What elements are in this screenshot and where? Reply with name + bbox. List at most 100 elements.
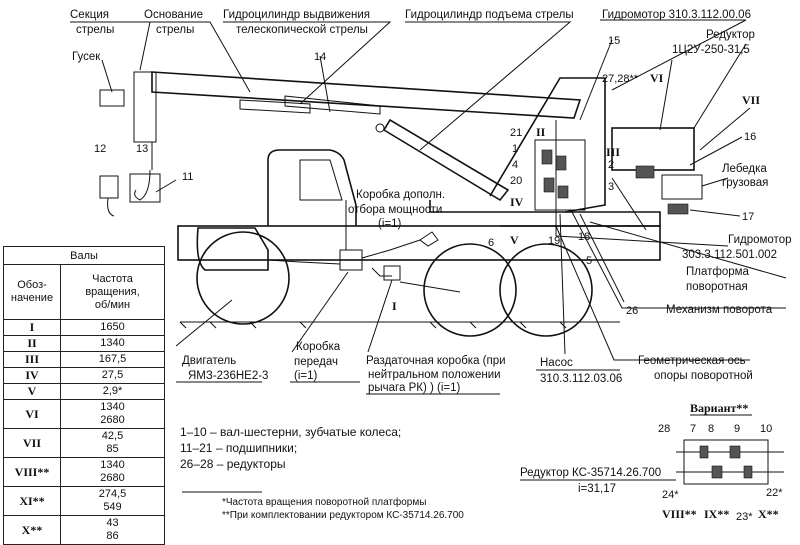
label-pto-3: (i=1)	[378, 218, 401, 230]
callout-14: 14	[314, 51, 326, 63]
callout-4: 4	[512, 159, 518, 171]
shaft-designation: X**	[3, 515, 61, 545]
shafts-col-speed: Частота вращения, об/мин	[60, 264, 165, 320]
table-row: III 167,5	[3, 351, 165, 368]
shaft-designation: VII	[3, 428, 61, 458]
shaft-speed-value: 549	[103, 501, 122, 513]
callout-II: II	[536, 125, 546, 139]
variant-callout-22: 22*	[766, 487, 783, 499]
callout-VI: VI	[650, 71, 664, 85]
component-labels: Секция стрелы Основание стрелы Гидроцили…	[70, 9, 792, 394]
legend-notes: 1–10 – вал-шестерни, зубчатые колеса; 11…	[180, 425, 464, 521]
table-row: I 1650	[3, 319, 165, 336]
callout-3: 3	[608, 181, 614, 193]
variant-callout-24: 24*	[662, 489, 679, 501]
shaft-designation: III	[3, 351, 61, 368]
shafts-table-caption: Валы	[3, 246, 165, 265]
variant-callout-28: 28	[658, 423, 670, 435]
shafts-table: Валы Обоз- начение Частота вращения, об/…	[3, 246, 165, 545]
variant-callout-IX: IX**	[704, 507, 729, 521]
shaft-speed: 1650	[60, 319, 165, 336]
shaft-speed-value: 1340	[100, 337, 125, 349]
shaft-speed-value: 1650	[100, 321, 125, 333]
shaft-speed-value: 43	[106, 517, 119, 529]
label-platform-1: Платформа	[686, 266, 750, 278]
callout-numbers: 14 15 12 13 11 27,28** VI VII 16 17 21 I…	[94, 35, 760, 317]
legend-note-2: 11–21 – подшипники;	[180, 441, 297, 455]
label-reducer-1: Редуктор	[706, 29, 755, 41]
label-boom-base-1: Основание	[144, 9, 203, 21]
callout-5: 5	[586, 255, 592, 267]
shaft-designation: XI**	[3, 486, 61, 516]
callout-19: 19	[548, 235, 560, 247]
truck-chassis	[177, 149, 661, 337]
shaft-speed: 1340	[60, 335, 165, 352]
variant-reducer: Вариант** 28 7 8 9 10 24* VIII** IX** 23…	[520, 401, 784, 523]
label-tele-cyl-2: телескопической стрелы	[236, 24, 368, 36]
label-gearbox-1: Коробка	[296, 341, 341, 353]
variant-title: Вариант**	[690, 401, 748, 415]
shafts-col-designation: Обоз- начение	[3, 264, 61, 320]
callout-2: 2	[608, 159, 614, 171]
label-slewing-mechanism: Механизм поворота	[666, 304, 773, 316]
label-hydromotor-bottom-2: 303.3.112.501.002	[682, 249, 777, 261]
variant-callout-X: X**	[758, 507, 779, 521]
label-transfer-3: рычага РК) ) (i=1)	[368, 382, 460, 394]
label-pto-1: Коробка дополн.	[356, 189, 445, 201]
label-engine-2: ЯМЗ-236НЕ2-3	[188, 370, 268, 382]
shaft-speed: 2,9*	[60, 383, 165, 400]
callout-16: 16	[744, 131, 756, 143]
variant-callout-8: 8	[708, 423, 714, 435]
variant-callout-23: 23*	[736, 511, 753, 523]
callout-I: I	[392, 299, 397, 313]
label-jib: Гусек	[72, 51, 101, 63]
shaft-speed-value: 27,5	[101, 369, 124, 381]
variant-callout-7: 7	[690, 423, 696, 435]
label-gearbox-3: (i=1)	[294, 370, 317, 382]
label-pto-2: отбора мощности	[348, 204, 442, 216]
label-gearbox-2: передач	[294, 356, 338, 368]
footnote-1: *Частота вращения поворотной платформы	[222, 496, 426, 508]
label-platform-2: поворотная	[686, 281, 748, 293]
shaft-designation: VI	[3, 399, 61, 429]
callout-11: 11	[182, 171, 193, 183]
callout-17: 17	[742, 211, 754, 223]
shaft-speed-value: 1340	[100, 401, 125, 413]
callout-13: 13	[136, 143, 148, 155]
label-lift-cyl: Гидроцилиндр подъема стрелы	[405, 9, 574, 21]
variant-callout-10: 10	[760, 423, 772, 435]
shaft-speed-value: 167,5	[98, 353, 127, 365]
legend-note-1: 1–10 – вал-шестерни, зубчатые колеса;	[180, 425, 401, 439]
shaft-speed-value: 2680	[100, 472, 125, 484]
label-geom-axis-2: опоры поворотной	[654, 370, 753, 382]
callout-21: 21	[510, 127, 522, 139]
callout-20: 20	[510, 175, 522, 187]
callout-15: 15	[608, 35, 620, 47]
leader-lines	[70, 19, 787, 395]
callout-12: 12	[94, 143, 106, 155]
callout-26: 26	[626, 305, 638, 317]
label-winch-1: Лебедка	[722, 163, 767, 175]
shaft-designation: I	[3, 319, 61, 336]
shaft-speed-value: 86	[106, 530, 119, 542]
variant-reducer-name: Редуктор КС-35714.26.700	[520, 467, 661, 479]
shaft-designation: VIII**	[3, 457, 61, 487]
label-pump-1: Насос	[540, 357, 573, 369]
label-boom-section-2: стрелы	[76, 24, 114, 36]
shaft-speed-value: 274,5	[98, 488, 127, 500]
shaft-speed-value: 2,9*	[102, 385, 123, 397]
label-reducer-2: 1Ц2У-250-31,5	[672, 44, 750, 56]
label-hydromotor-top: Гидромотор 310.3.112.00.06	[602, 9, 751, 21]
shaft-speed-value: 1340	[100, 459, 125, 471]
label-boom-base-2: стрелы	[156, 24, 194, 36]
label-winch-2: грузовая	[722, 177, 768, 189]
